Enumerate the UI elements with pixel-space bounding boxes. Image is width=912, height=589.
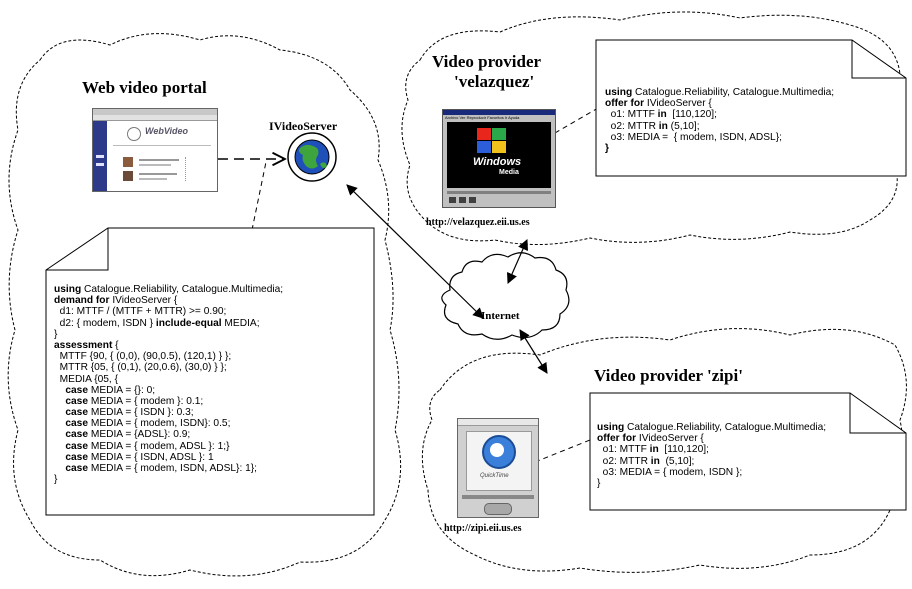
velazquez-screenshot-menu: Archivo Ver Reproducir Favoritos Ir Ayud… [445,115,520,120]
globe-internet-arrow [346,184,484,319]
velazquez-screenshot-logo1: Windows [473,156,522,168]
internet-label: Internet [481,310,520,322]
note-line: o2: MTTR in (5,10]; [605,120,700,132]
velazquez-title-line2: 'velazquez' [454,72,535,91]
note-line: offer for IVideoServer { [605,98,712,110]
note-line: case MEDIA = { modem }: 0.1; [65,395,204,407]
note-line: } [54,474,58,486]
portal-region-outline [7,33,402,577]
note-line: MEDIA {05, { [54,373,118,385]
velazquez-title: Video provider 'velazquez' [432,52,541,92]
note-line: case MEDIA = { modem, ISDN, ADSL}: 1}; [65,463,258,474]
note-line: using Catalogue.Reliability, Catalogue.M… [54,284,284,295]
note-line: d2: { modem, ISDN } include-equal MEDIA; [54,317,260,329]
demand-note-link [251,161,267,231]
velazquez-region-outline [401,11,905,245]
note-line: o2: MTTR in (5,10]; [597,455,695,467]
note-line: case MEDIA = { ISDN }: 0.3; [65,407,194,419]
note-line: o1: MTTF in [110,120]; [605,109,717,121]
note-line: demand for IVideoServer { [54,295,178,307]
zipi-offer-link [534,439,591,463]
velazquez-internet-arrow [506,239,529,284]
note-line: assessment { [54,339,119,351]
zipi-internet-arrow [519,329,548,374]
portal-screenshot: WebVideo [92,108,218,192]
demand-note: using Catalogue.Reliability, Catalogue.M… [54,284,283,485]
note-line: o3: MEDIA = { modem, ISDN, ADSL}; [605,131,782,143]
note-line: case MEDIA = {}: 0; [65,384,156,396]
globe-icon [287,132,337,182]
zipi-offer-note-shape [589,392,907,511]
interface-label: IVideoServer [269,119,338,133]
velazquez-offer-note: using Catalogue.Reliability, Catalogue.M… [605,87,834,154]
velazquez-title-line1: Video provider [432,52,542,71]
portal-screenshot-logo: WebVideo [145,126,189,136]
zipi-url: http://zipi.eii.us.es [444,523,522,534]
note-line: } [597,477,601,489]
note-line: using Catalogue.Reliability, Catalogue.M… [605,87,835,98]
zipi-offer-note: using Catalogue.Reliability, Catalogue.M… [597,422,826,489]
note-line: case MEDIA = { modem, ADSL }: 1;} [65,440,230,452]
zipi-title: Video provider 'zipi' [594,366,743,385]
note-line: o3: MEDIA = { modem, ISDN }; [597,466,743,478]
portal-title: Web video portal [82,78,207,97]
note-line: case MEDIA = {ADSL}: 0.9; [65,429,191,441]
note-line: offer for IVideoServer { [597,433,704,445]
note-line: } [54,328,58,340]
note-line: case MEDIA = { modem, ISDN}: 0.5; [65,418,231,430]
note-line: } [605,142,609,154]
note-line: using Catalogue.Reliability, Catalogue.M… [597,422,827,433]
zipi-screenshot: QuickTime [457,418,539,518]
velazquez-screenshot: Archivo Ver Reproducir Favoritos Ir Ayud… [442,109,556,208]
demand-note-shape [45,227,375,516]
velazquez-offer-link [554,107,599,134]
note-line: MTTF {90, { (0,0), (90,0.5), (120,1) } }… [54,351,232,363]
velazquez-screenshot-logo2: Media [499,169,519,176]
note-line: d1: MTTF / (MTTF + MTTR) >= 0.90; [54,306,227,318]
note-line: MTTR {05, { (0,1), (20,0.6), (30,0) } }; [54,362,227,374]
velazquez-url: http://velazquez.eii.us.es [426,217,530,228]
note-line: case MEDIA = { ISDN, ADSL }: 1 [65,451,214,463]
zipi-screenshot-logo: QuickTime [480,473,509,479]
note-line: o1: MTTF in [110,120]; [597,444,709,456]
